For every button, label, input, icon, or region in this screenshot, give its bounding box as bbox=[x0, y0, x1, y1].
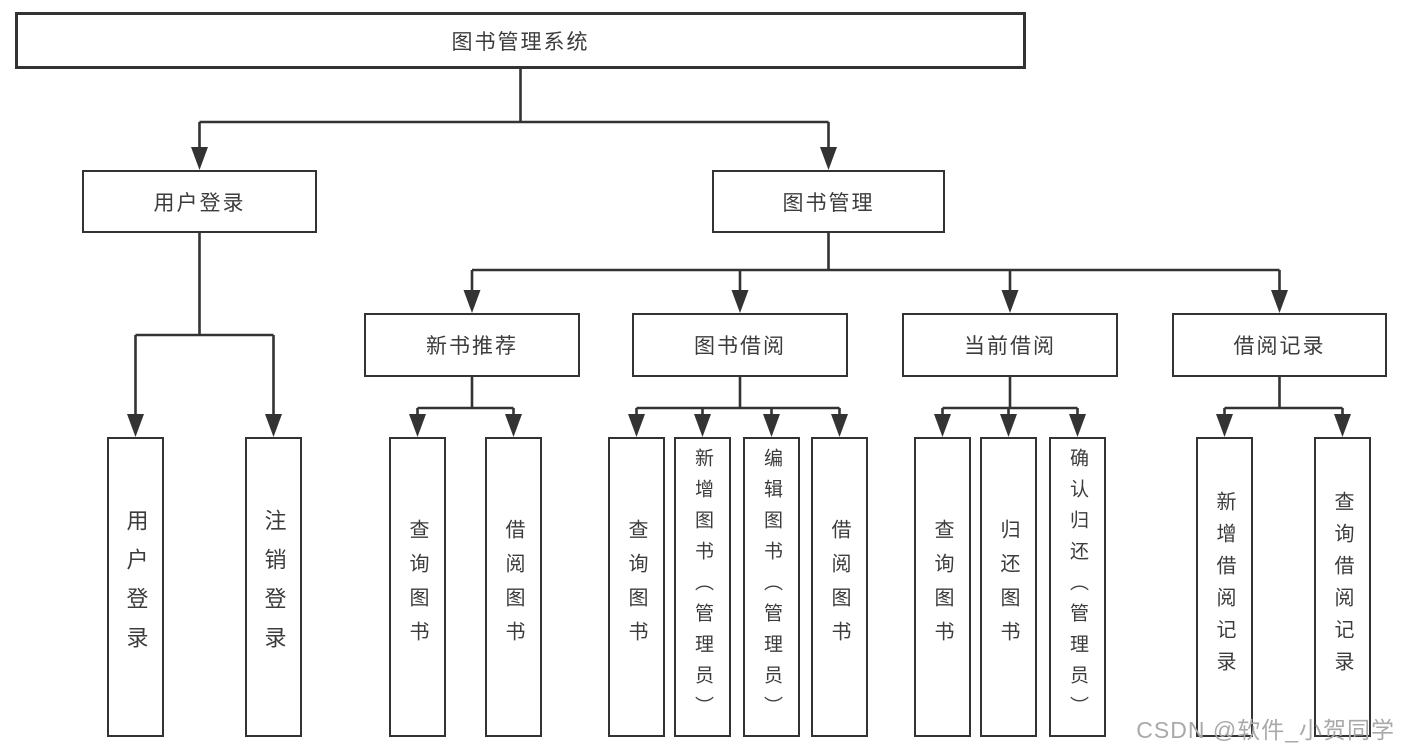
connector-line bbox=[134, 233, 275, 416]
connector-line bbox=[1223, 377, 1344, 416]
node-leaf-borrow-books-recommend: 借阅图书 bbox=[485, 437, 542, 737]
node-leaf-add-books-admin: 新增图书（管理员） bbox=[674, 437, 731, 737]
node-label: 用户登录 bbox=[153, 191, 246, 215]
arrowhead bbox=[694, 414, 711, 437]
node-current-borrow: 当前借阅 bbox=[902, 313, 1118, 377]
arrowhead bbox=[127, 414, 144, 437]
arrowhead bbox=[1000, 414, 1017, 437]
node-label: 归还图书 bbox=[997, 519, 1019, 655]
connector-line bbox=[941, 377, 1079, 416]
arrowhead bbox=[1001, 290, 1019, 313]
arrowhead bbox=[505, 414, 522, 437]
node-book-management: 图书管理 bbox=[712, 170, 945, 233]
node-label: 新增借阅记录 bbox=[1213, 491, 1235, 683]
node-label: 查询借阅记录 bbox=[1331, 491, 1353, 683]
node-label: 图书管理系统 bbox=[451, 30, 590, 54]
arrowhead bbox=[1271, 290, 1288, 313]
watermark: CSDN @软件_小贺同学 bbox=[1136, 717, 1395, 743]
node-label: 新增图书（管理员） bbox=[692, 447, 713, 727]
node-leaf-edit-books-admin: 编辑图书（管理员） bbox=[743, 437, 800, 737]
node-leaf-logout: 注销登录 bbox=[245, 437, 302, 737]
node-leaf-return-books: 归还图书 bbox=[980, 437, 1037, 737]
connector-line bbox=[635, 377, 841, 416]
arrowhead bbox=[191, 147, 208, 170]
arrowhead bbox=[265, 414, 282, 437]
arrowhead bbox=[763, 414, 780, 437]
node-label: 当前借阅 bbox=[964, 335, 1056, 358]
node-borrow-records: 借阅记录 bbox=[1172, 313, 1387, 377]
node-leaf-query-books-current: 查询图书 bbox=[914, 437, 971, 737]
arrowhead bbox=[463, 290, 481, 313]
node-leaf-add-borrow-record: 新增借阅记录 bbox=[1196, 437, 1253, 737]
connector-borrow-records-children bbox=[1216, 377, 1351, 437]
node-book-borrow: 图书借阅 bbox=[632, 313, 848, 377]
node-label: 查询图书 bbox=[931, 519, 953, 655]
connector-book-borrow-children bbox=[628, 377, 848, 437]
arrowhead bbox=[831, 414, 848, 437]
arrowhead bbox=[1334, 414, 1351, 437]
node-leaf-query-books-borrow: 查询图书 bbox=[608, 437, 665, 737]
node-user-login: 用户登录 bbox=[82, 170, 317, 233]
node-label: 图书借阅 bbox=[694, 335, 786, 358]
node-label: 图书管理 bbox=[782, 191, 875, 215]
node-leaf-user-login: 用户登录 bbox=[107, 437, 164, 737]
node-label: 借阅图书 bbox=[502, 519, 524, 655]
node-leaf-query-borrow-record: 查询借阅记录 bbox=[1314, 437, 1371, 737]
node-new-book-recommend: 新书推荐 bbox=[364, 313, 580, 377]
node-label: 查询图书 bbox=[625, 519, 647, 655]
node-leaf-query-books-recommend: 查询图书 bbox=[389, 437, 446, 737]
node-label: 新书推荐 bbox=[426, 335, 518, 358]
arrowhead bbox=[934, 414, 951, 437]
connector-user-login-children bbox=[127, 233, 282, 437]
arrowhead bbox=[820, 147, 837, 170]
node-label: 确认归还（管理员） bbox=[1067, 447, 1088, 727]
node-label: 借阅记录 bbox=[1233, 335, 1326, 358]
connector-line bbox=[416, 377, 515, 416]
connector-line bbox=[470, 233, 1281, 292]
node-label: 用户登录 bbox=[123, 509, 149, 665]
arrowhead bbox=[409, 414, 426, 437]
node-leaf-confirm-return-admin: 确认归还（管理员） bbox=[1049, 437, 1106, 737]
node-label: 查询图书 bbox=[406, 519, 428, 655]
connector-root-to-level2 bbox=[191, 69, 837, 170]
connector-new-book-children bbox=[409, 377, 522, 437]
node-label: 编辑图书（管理员） bbox=[761, 447, 782, 727]
arrowhead bbox=[1069, 414, 1086, 437]
connector-book-management-children bbox=[463, 233, 1288, 313]
node-label: 注销登录 bbox=[261, 509, 287, 665]
node-leaf-borrow-books: 借阅图书 bbox=[811, 437, 868, 737]
arrowhead bbox=[628, 414, 645, 437]
connector-line bbox=[198, 69, 830, 150]
arrowhead bbox=[731, 290, 749, 313]
node-library-system: 图书管理系统 bbox=[15, 12, 1026, 69]
connector-current-borrow-children bbox=[934, 377, 1086, 437]
arrowhead bbox=[1216, 414, 1233, 437]
node-label: 借阅图书 bbox=[828, 519, 850, 655]
